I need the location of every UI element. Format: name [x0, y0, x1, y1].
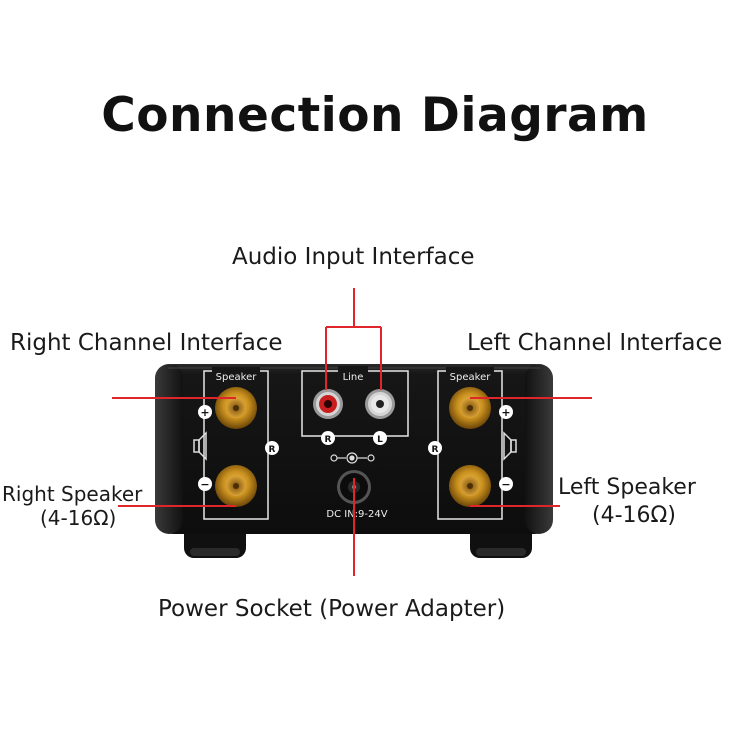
left-speaker-label: Left Speaker: [558, 475, 696, 500]
rca-jack-right: R: [313, 389, 343, 445]
channel-marks: R R: [265, 441, 442, 455]
binding-post-right-negative: [215, 465, 257, 507]
svg-text:+: +: [200, 406, 209, 419]
speaker-icon: [503, 431, 517, 461]
speaker-box-label: Speaker: [450, 372, 492, 383]
power-socket-label: Power Socket (Power Adapter): [158, 596, 506, 622]
page-title: Connection Diagram: [101, 88, 649, 143]
dc-polarity-icon: [330, 452, 375, 464]
svg-text:−: −: [200, 478, 209, 491]
binding-post-left-negative: [449, 465, 491, 507]
line-box-label: Line: [343, 372, 364, 383]
left-speaker-impedance: (4-16Ω): [592, 503, 676, 528]
left-channel-label: Left Channel Interface: [467, 330, 723, 356]
right-channel-label: Right Channel Interface: [10, 330, 283, 356]
line-input-box: Line: [301, 366, 409, 437]
audio-input-label: Audio Input Interface: [232, 244, 475, 270]
polarity-markers: + − + −: [198, 405, 513, 491]
callout-lines: [112, 288, 592, 576]
right-speaker-impedance: (4-16Ω): [40, 506, 117, 530]
binding-post-left-positive: [449, 387, 491, 429]
rca-jack-left: L: [365, 389, 395, 445]
svg-text:−: −: [501, 478, 510, 491]
svg-text:R: R: [432, 445, 439, 455]
l-jack-label: L: [377, 435, 383, 445]
svg-text:+: +: [501, 406, 510, 419]
binding-post-right-positive: [215, 387, 257, 429]
dc-in-label: DC IN:9-24V: [326, 509, 387, 520]
right-speaker-label: Right Speaker: [2, 482, 143, 506]
speaker-icon: [193, 431, 207, 461]
speaker-box-label: Speaker: [216, 372, 258, 383]
svg-text:R: R: [269, 445, 276, 455]
r-jack-label: R: [325, 435, 332, 445]
